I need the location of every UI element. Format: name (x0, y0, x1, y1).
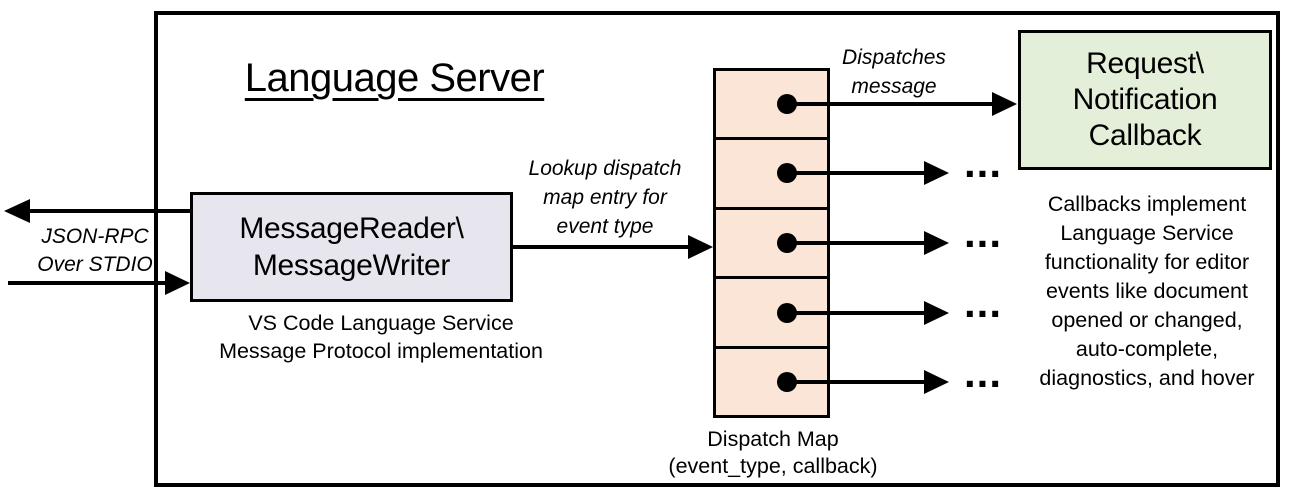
dispatch-map-cell (716, 137, 827, 206)
reader-box-caption: VS Code Language Service Message Protoco… (205, 309, 557, 365)
dispatch-label-line2: message (851, 75, 937, 98)
callback-box-line1: Request\ (1086, 47, 1204, 80)
json-rpc-stdio-label: JSON-RPC Over STDIO (19, 223, 171, 279)
note-line1: Callbacks implement (1047, 192, 1247, 216)
dispatch-map-cell (716, 276, 827, 345)
diagram-title: Language Server (244, 56, 545, 100)
ellipsis-text: ... (964, 279, 1003, 326)
reader-box-line1: MessageReader\ (239, 212, 464, 245)
dispatches-message-label: Dispatches message (805, 43, 983, 101)
ellipsis-text: ... (964, 209, 1003, 256)
note-line2: Language Service (1060, 221, 1234, 245)
lookup-label-line2: map entry for (543, 186, 667, 209)
reader-box-line2: MessageWriter (252, 249, 451, 282)
dispatch-label-line1: Dispatches (842, 46, 946, 69)
map-caption-line2: (event_type, callback) (668, 454, 878, 478)
request-notification-callback-box: Request\ Notification Callback (1018, 30, 1272, 170)
lookup-dispatch-label: Lookup dispatch map entry for event type (514, 154, 696, 241)
reader-caption-line1: VS Code Language Service (248, 311, 514, 335)
message-reader-writer-box: MessageReader\ MessageWriter (190, 192, 513, 302)
io-label-line1: JSON-RPC (41, 225, 149, 248)
dispatch-map (713, 68, 830, 418)
callback-box-line3: Callback (1088, 119, 1202, 152)
note-line7: diagnostics, and hover (1039, 366, 1255, 390)
note-line6: auto-complete, (1075, 337, 1219, 361)
dispatch-map-cell (716, 71, 827, 137)
dispatch-map-cell (716, 345, 827, 415)
lookup-label-line1: Lookup dispatch (528, 157, 682, 180)
map-caption-line1: Dispatch Map (707, 427, 839, 451)
callback-box-line2: Notification (1072, 83, 1218, 116)
note-line4: events like document (1046, 279, 1248, 303)
ellipsis-text: ... (964, 139, 1003, 186)
language-server-boundary-box (154, 11, 1280, 487)
dispatch-map-cell (716, 206, 827, 276)
note-line5: opened or changed, (1051, 308, 1243, 332)
ellipsis-text: ... (964, 349, 1003, 396)
dispatch-map-caption: Dispatch Map (event_type, callback) (644, 426, 902, 480)
lookup-label-line3: event type (556, 215, 654, 238)
reader-caption-line2: Message Protocol implementation (219, 339, 543, 363)
io-label-line2: Over STDIO (37, 253, 153, 276)
note-line3: functionality for editor (1044, 250, 1250, 274)
callbacks-description-note: Callbacks implement Language Service fun… (1008, 190, 1286, 393)
